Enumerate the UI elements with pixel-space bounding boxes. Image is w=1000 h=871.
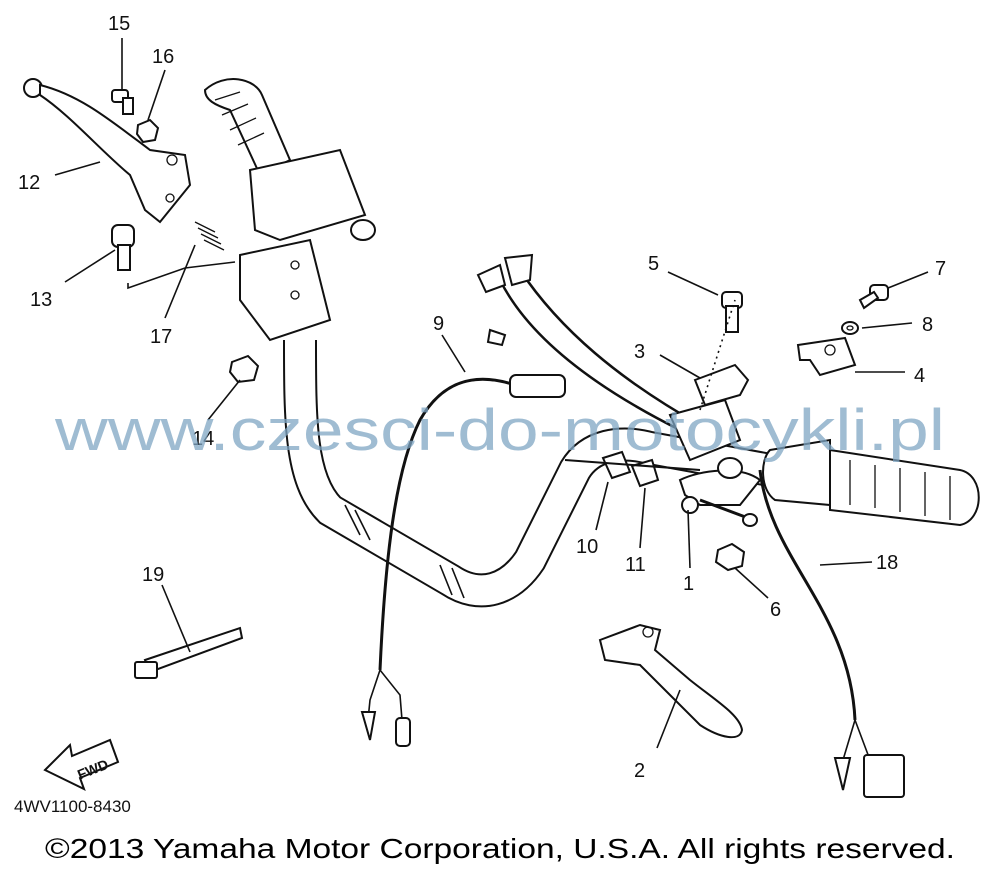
clutch-lever <box>23 78 192 224</box>
cable-clip-11 <box>630 458 660 488</box>
holder-3 <box>693 363 750 407</box>
part-code: 4WV1100-8430 <box>14 797 131 816</box>
left-grip <box>203 78 292 177</box>
callout-10: 10 <box>576 536 598 558</box>
fwd-arrow: FWD <box>43 738 120 791</box>
brake-switch-wires <box>476 253 701 432</box>
bolt-7 <box>858 284 889 310</box>
callout-19: 19 <box>142 564 164 586</box>
callout-8: 8 <box>922 314 933 336</box>
callout-16: 16 <box>152 46 174 68</box>
nut-16 <box>135 118 160 144</box>
callout-2: 2 <box>634 760 645 782</box>
cable-tie <box>134 626 244 679</box>
callout-13: 13 <box>30 289 52 311</box>
bolt-13 <box>111 224 135 271</box>
master-cylinder <box>668 398 762 527</box>
left-switch-housing <box>239 148 376 342</box>
copyright-notice: ©2013 Yamaha Motor Corporation, U.S.A. A… <box>45 833 955 864</box>
callout-labels: 1 2 3 4 5 6 7 8 9 10 11 12 13 14 15 16 1… <box>18 13 946 782</box>
handlebar <box>283 339 774 608</box>
callout-12: 12 <box>18 172 40 194</box>
callout-9: 9 <box>433 313 444 335</box>
watermark: www.czesci-do-motocykli.pl <box>54 398 945 463</box>
spring-17 <box>194 221 225 251</box>
washer-8 <box>841 321 859 335</box>
callout-11: 11 <box>625 554 646 576</box>
nut-6 <box>714 542 746 572</box>
callout-5: 5 <box>648 253 659 275</box>
nut-14 <box>228 354 260 384</box>
cable-18 <box>758 469 905 798</box>
bolt-15 <box>111 89 134 115</box>
brake-lever <box>598 623 744 739</box>
callout-1: 1 <box>683 573 694 595</box>
callout-14: 14 <box>192 428 214 450</box>
callout-18: 18 <box>876 552 898 574</box>
leader-lines <box>54 38 929 749</box>
callout-4: 4 <box>914 365 925 387</box>
callout-7: 7 <box>935 258 946 280</box>
throttle-cable <box>360 374 566 747</box>
cable-clip-10 <box>601 450 632 480</box>
callout-15: 15 <box>108 13 130 35</box>
callout-17: 17 <box>150 326 172 348</box>
callout-6: 6 <box>770 599 781 621</box>
bolt-5 <box>721 291 743 333</box>
right-grip <box>762 438 980 527</box>
bracket-4 <box>796 336 857 377</box>
callout-3: 3 <box>634 341 645 363</box>
